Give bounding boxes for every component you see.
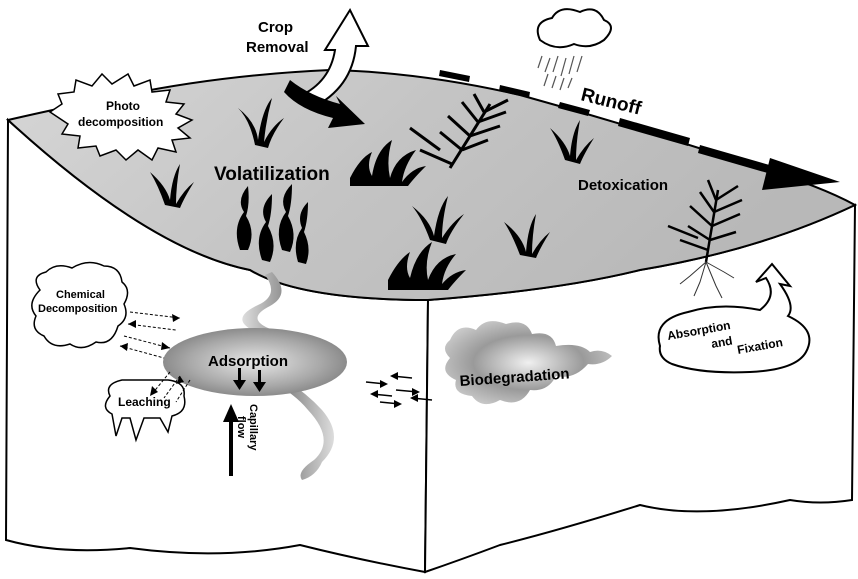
- capillary-label-2: flow: [235, 416, 247, 438]
- rain-icon: [538, 56, 582, 90]
- capillary-label-1: Capillary: [247, 404, 259, 451]
- crop-removal-label-2: Removal: [246, 39, 309, 56]
- crop-removal-label-1: Crop: [258, 19, 293, 36]
- photo-label-1: Photo: [106, 99, 140, 113]
- detoxication-label: Detoxication: [578, 177, 668, 194]
- photo-label-2: decomposition: [78, 115, 163, 129]
- adsorption-label: Adsorption: [208, 353, 288, 370]
- leaching-label: Leaching: [118, 395, 171, 409]
- volatilization-label: Volatilization: [214, 164, 330, 185]
- chemical-label-1: Chemical: [56, 289, 105, 301]
- cloud-icon: [538, 9, 611, 47]
- chemical-label-2: Decomposition: [38, 303, 118, 315]
